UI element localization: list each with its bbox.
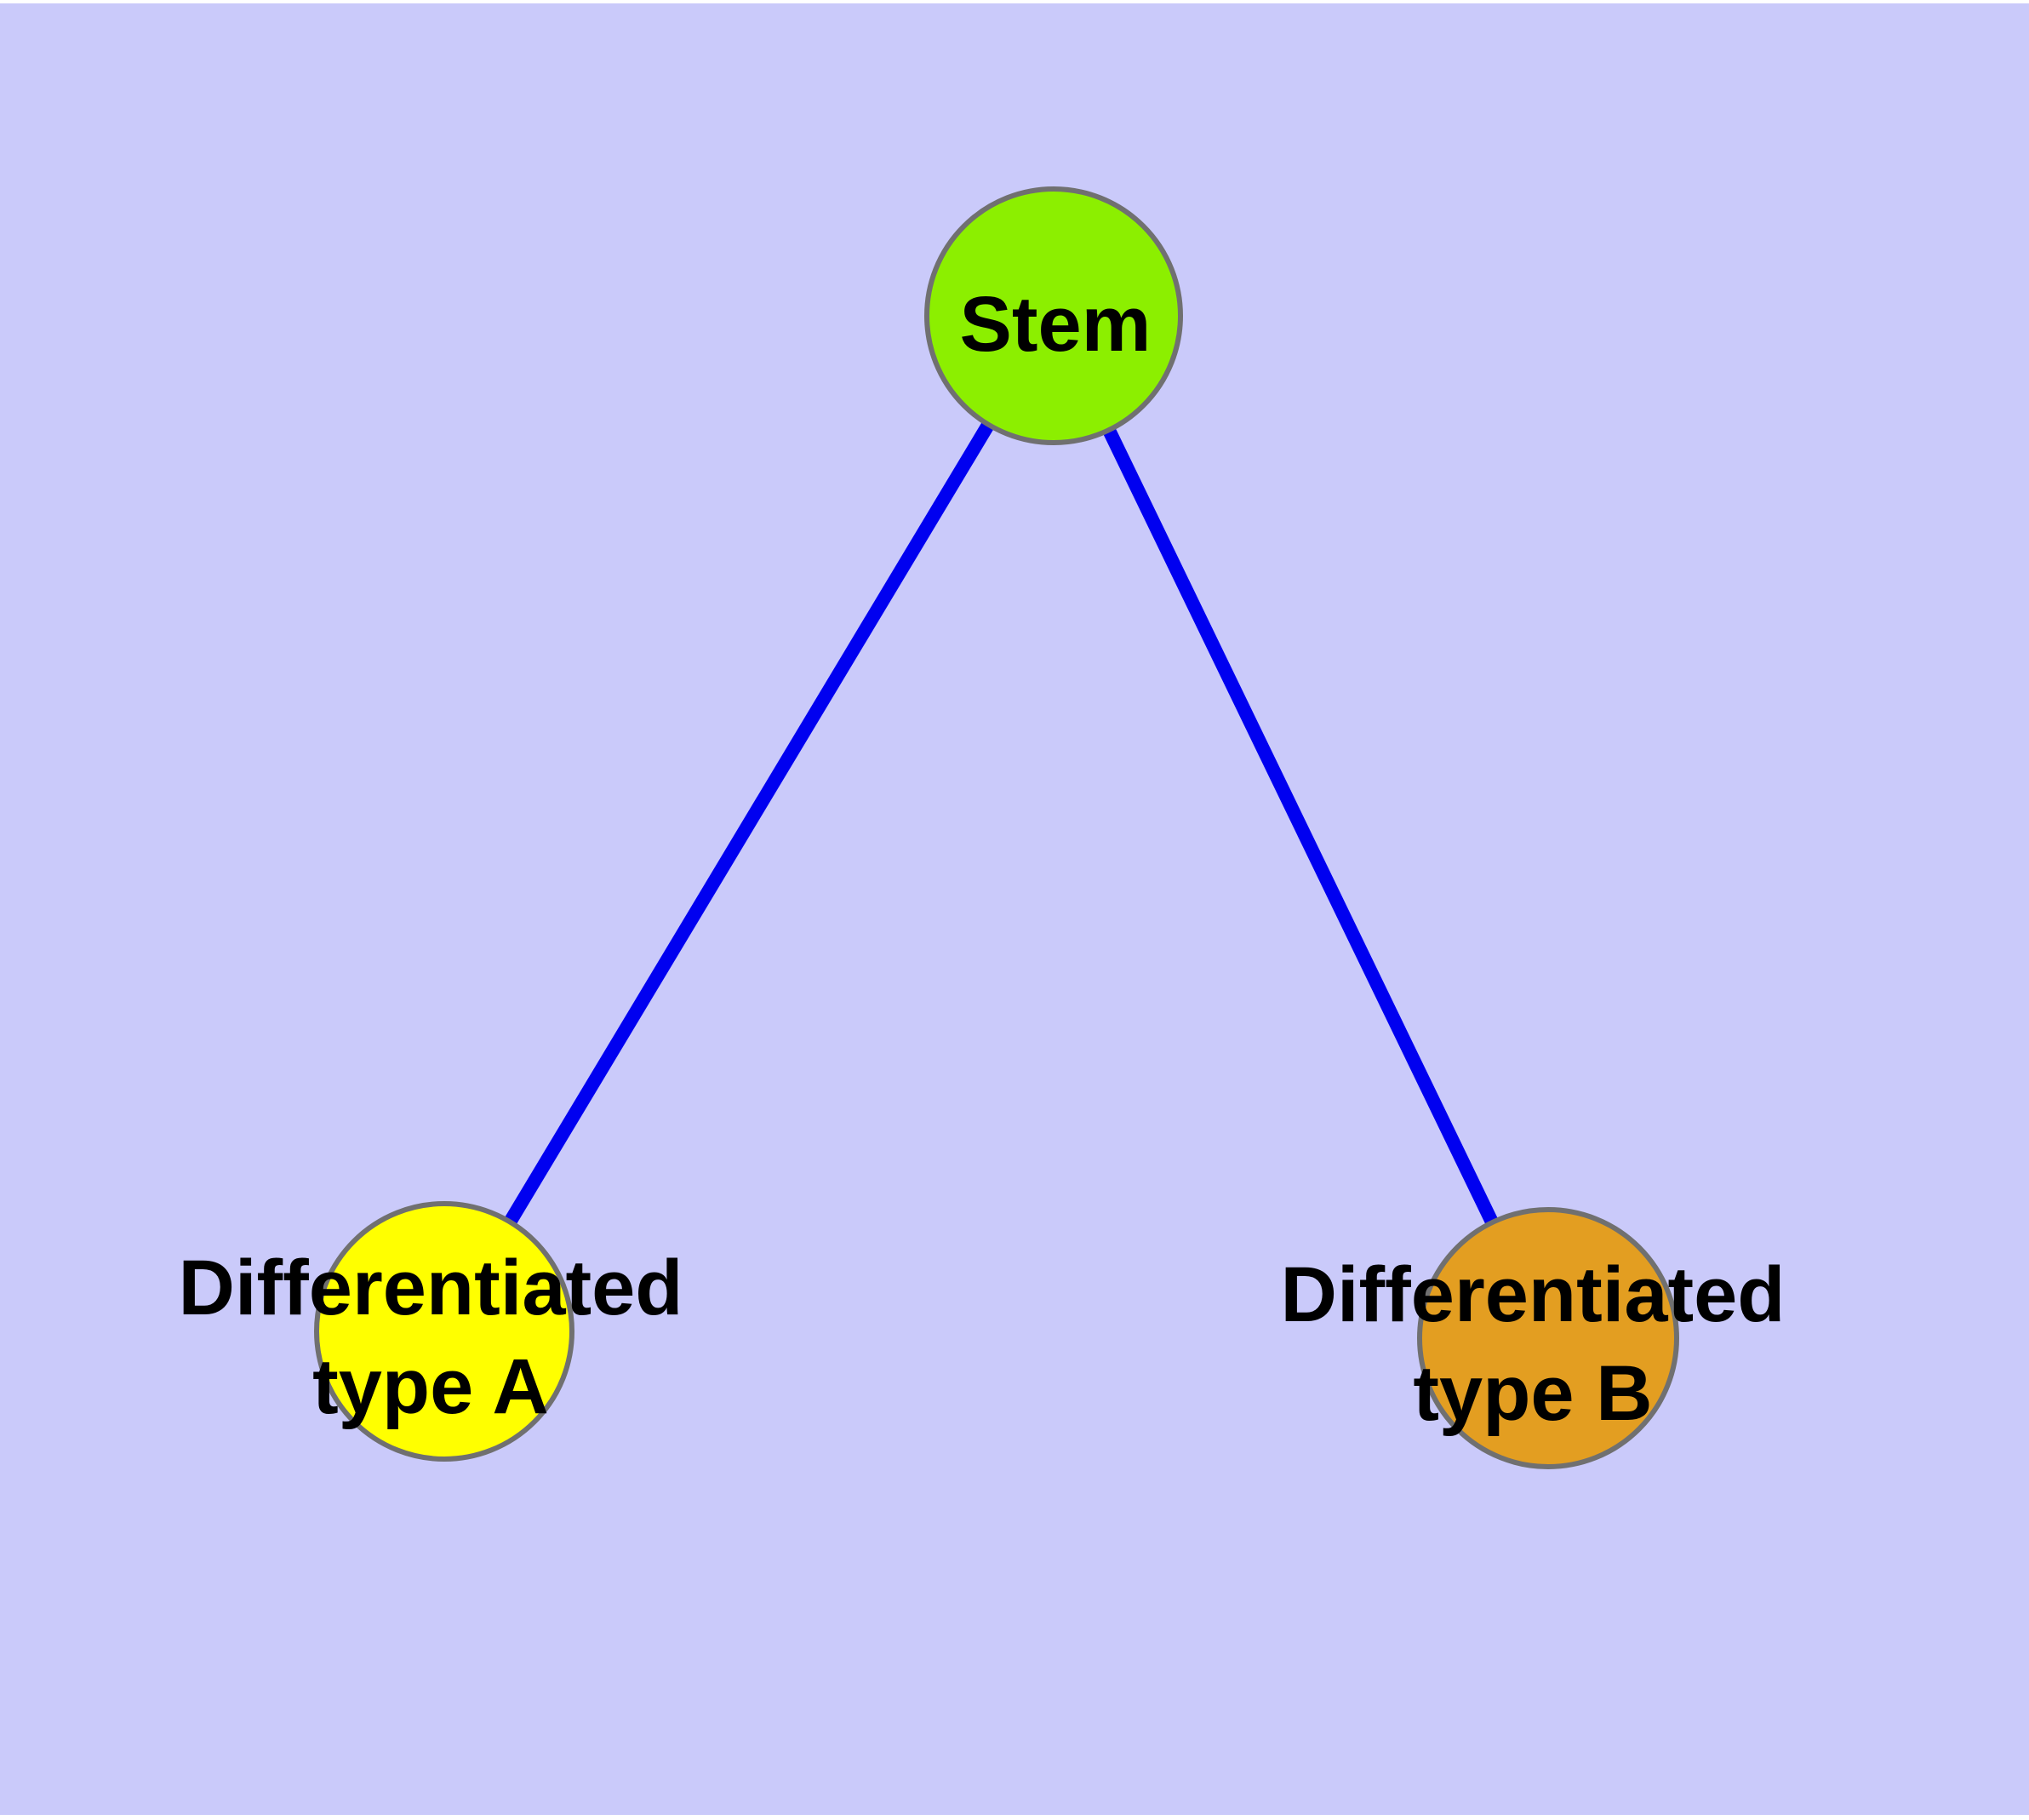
type-a-node-circle bbox=[314, 1201, 574, 1462]
type-b-label-line2: type B bbox=[1413, 1350, 1652, 1437]
type-a-label-line1: Differentiated bbox=[179, 1245, 683, 1331]
type-b-node-circle bbox=[1417, 1207, 1679, 1469]
edge-stem-to-type-a bbox=[438, 312, 1060, 1336]
stem-node-circle bbox=[924, 186, 1183, 445]
type-b-node-label: Differentiated type B bbox=[1281, 1251, 1786, 1437]
stem-node-label: Stem bbox=[960, 281, 1152, 368]
type-b-label-line1: Differentiated bbox=[1281, 1251, 1786, 1338]
type-a-node-label: Differentiated type A bbox=[179, 1245, 683, 1430]
edge-stem-to-type-b bbox=[1047, 312, 1555, 1342]
type-a-label-line2: type A bbox=[312, 1343, 549, 1430]
